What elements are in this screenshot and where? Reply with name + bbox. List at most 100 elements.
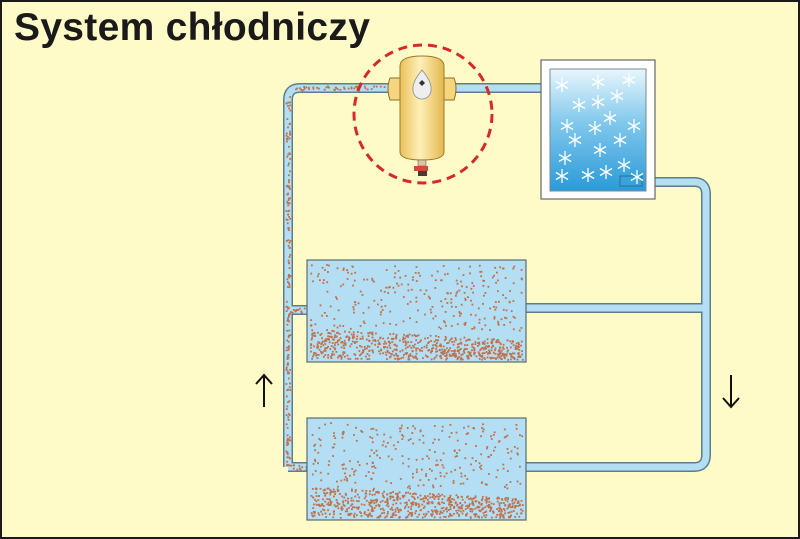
particle [467, 357, 470, 360]
particle [479, 355, 482, 357]
particle [453, 506, 455, 509]
particle [421, 347, 423, 349]
particle [346, 510, 348, 513]
particle [352, 331, 355, 334]
particle [478, 321, 481, 324]
particle [489, 510, 491, 512]
particle [361, 294, 364, 296]
particle [492, 503, 495, 505]
particle [324, 494, 326, 497]
particle [464, 322, 467, 325]
particle [328, 338, 330, 341]
particle [436, 463, 439, 466]
particle [383, 490, 385, 493]
particle [405, 353, 408, 355]
particle [329, 491, 332, 494]
particle [434, 451, 436, 453]
particle [434, 287, 437, 289]
particle [482, 279, 485, 282]
particle [313, 334, 316, 337]
particle [435, 495, 438, 498]
particle [442, 353, 445, 356]
particle [288, 464, 291, 467]
particle [342, 269, 345, 271]
particle [507, 470, 509, 472]
particle [328, 504, 330, 506]
particle [287, 286, 289, 288]
particle [326, 503, 329, 506]
particle [287, 153, 289, 156]
particle [467, 351, 470, 353]
particle [313, 511, 316, 513]
particle [458, 506, 461, 509]
particle [351, 265, 354, 268]
particle [336, 267, 339, 270]
particle [324, 269, 326, 271]
particle [518, 515, 521, 518]
particle [346, 278, 349, 280]
particle [424, 354, 427, 357]
particle [368, 358, 371, 360]
particle [373, 299, 376, 302]
particle [353, 434, 355, 436]
particle [311, 337, 313, 339]
particle [395, 514, 397, 517]
particle [409, 353, 412, 356]
particle [470, 355, 473, 357]
particle [441, 425, 444, 428]
particle [339, 355, 341, 358]
particle [486, 346, 489, 348]
particle [412, 425, 415, 428]
particle [501, 498, 503, 500]
particle [287, 245, 290, 247]
particle [484, 506, 487, 508]
particle [314, 323, 317, 326]
particle [361, 335, 364, 338]
particle [441, 493, 444, 496]
diagram-title: System chłodniczy [14, 6, 371, 49]
particle [505, 435, 507, 438]
particle [479, 510, 482, 513]
particle [415, 493, 417, 495]
particle [373, 280, 375, 283]
particle [319, 279, 321, 282]
particle [314, 443, 317, 446]
particle [426, 502, 429, 504]
snowflake-icon [627, 119, 641, 133]
particle [452, 350, 455, 352]
particle [483, 280, 485, 282]
snowflake-icon [591, 75, 605, 89]
particle [502, 467, 505, 470]
particle [473, 326, 476, 329]
particle [358, 464, 361, 466]
particle [404, 344, 407, 347]
particle [517, 356, 520, 358]
particle [327, 331, 330, 334]
particle [341, 495, 343, 498]
particle [414, 272, 417, 274]
particle [460, 505, 463, 508]
particle [437, 493, 440, 495]
particle [289, 334, 292, 336]
particle [465, 348, 468, 350]
particle [285, 395, 288, 398]
particle [462, 510, 465, 512]
particle [310, 264, 313, 267]
particle [445, 355, 448, 358]
particle [287, 197, 290, 200]
particle [287, 281, 289, 283]
particle [440, 300, 442, 303]
particle [288, 386, 291, 389]
particle [328, 335, 331, 338]
particle [381, 512, 383, 515]
particle [337, 489, 340, 492]
particle [522, 358, 524, 361]
particle [379, 313, 382, 316]
particle [329, 501, 332, 504]
particle [407, 341, 410, 343]
particle [319, 444, 322, 447]
particle [329, 305, 332, 308]
particle [438, 326, 441, 329]
particle [353, 333, 355, 336]
particle [286, 118, 289, 120]
